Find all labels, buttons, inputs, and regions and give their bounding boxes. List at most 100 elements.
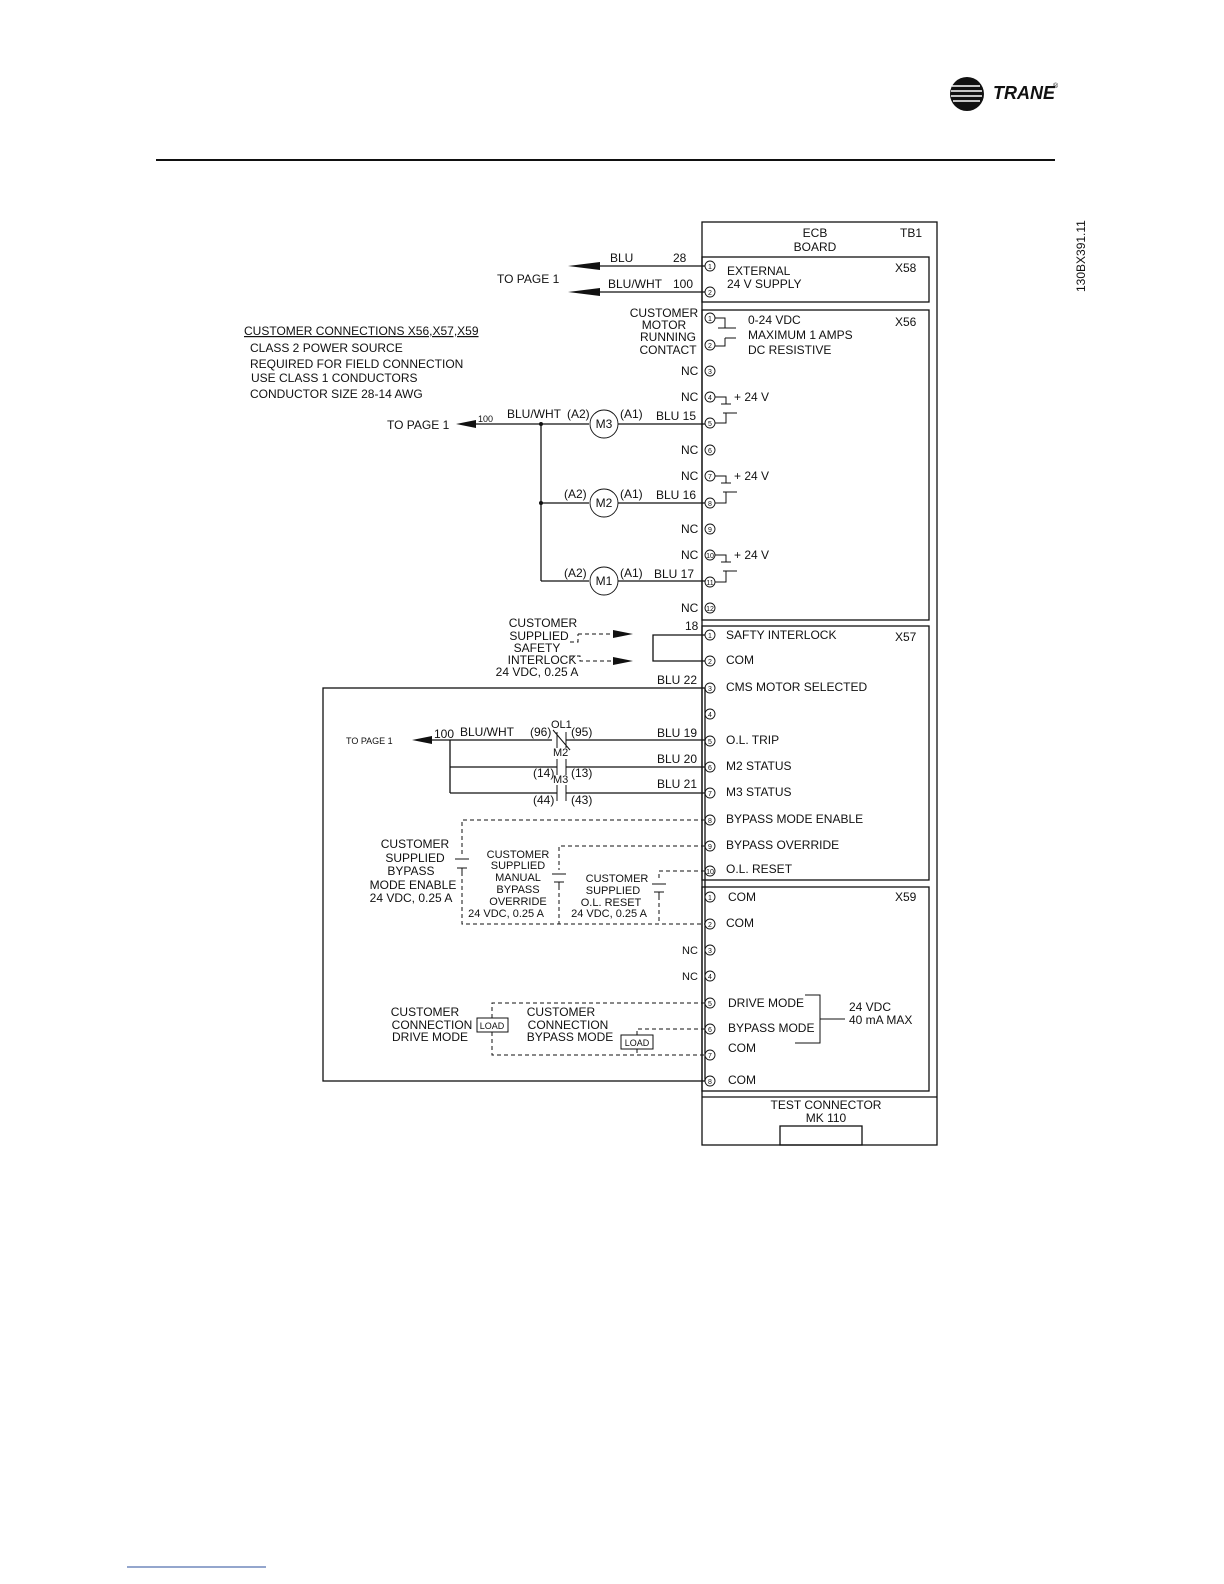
x56-contact-1: CUSTOMER xyxy=(630,306,699,320)
svg-text:NC: NC xyxy=(681,548,699,562)
svg-text:+ 24 V: + 24 V xyxy=(734,390,769,404)
svg-text:4: 4 xyxy=(708,974,712,981)
svg-text:O.L. TRIP: O.L. TRIP xyxy=(726,733,779,747)
svg-text:M2: M2 xyxy=(553,747,568,759)
svg-text:CONNECTION: CONNECTION xyxy=(392,1018,473,1032)
svg-text:1: 1 xyxy=(708,264,712,271)
svg-text:4: 4 xyxy=(708,712,712,719)
svg-text:(A2): (A2) xyxy=(564,566,587,580)
svg-text:(43): (43) xyxy=(571,793,592,807)
motor-m2: M2 xyxy=(596,496,613,510)
svg-text:CUSTOMER: CUSTOMER xyxy=(487,849,550,861)
x59-block xyxy=(701,886,930,1092)
svg-text:SUPPLIED: SUPPLIED xyxy=(509,629,569,643)
x58-block xyxy=(701,256,930,303)
svg-text:COM: COM xyxy=(726,916,754,930)
svg-text:10: 10 xyxy=(706,553,714,560)
svg-text:5: 5 xyxy=(708,739,712,746)
svg-text:3: 3 xyxy=(708,686,712,693)
svg-text:10: 10 xyxy=(706,869,714,876)
svg-text:24 VDC, 0.25 A: 24 VDC, 0.25 A xyxy=(370,891,453,905)
svg-text:BYPASS OVERRIDE: BYPASS OVERRIDE xyxy=(726,838,839,852)
svg-text:NC: NC xyxy=(681,443,699,457)
x56-pins: 1 2 3 4 5 6 7 8 9 10 11 12 xyxy=(704,312,716,614)
svg-text:100: 100 xyxy=(478,414,493,424)
svg-text:NC: NC xyxy=(681,469,699,483)
svg-text:5: 5 xyxy=(708,1001,712,1008)
x57-labels: SAFTY INTERLOCK COM CMS MOTOR SELECTED O… xyxy=(726,628,867,876)
svg-text:(96): (96) xyxy=(530,725,551,739)
svg-text:SUPPLIED: SUPPLIED xyxy=(385,851,445,865)
svg-text:BYPASS MODE: BYPASS MODE xyxy=(527,1030,613,1044)
svg-text:TO PAGE 1: TO PAGE 1 xyxy=(387,418,450,432)
svg-text:11: 11 xyxy=(706,580,713,587)
notes-line-3: USE CLASS 1 CONDUCTORS xyxy=(251,371,417,385)
svg-text:(95): (95) xyxy=(571,725,592,739)
svg-text:NC: NC xyxy=(681,522,699,536)
svg-text:2: 2 xyxy=(708,343,712,350)
board-title-2: BOARD xyxy=(794,240,837,254)
svg-text:BYPASS MODE: BYPASS MODE xyxy=(728,1021,814,1035)
x56-contact-4: CONTACT xyxy=(639,343,697,357)
svg-text:NC: NC xyxy=(682,971,698,983)
svg-text:8: 8 xyxy=(708,1079,712,1086)
x58-wire-color-1: BLU xyxy=(610,251,633,265)
x58-label-1: EXTERNAL xyxy=(727,264,791,278)
safety-interlock: CUSTOMER SUPPLIED SAFETY INTERLOCK 24 VD… xyxy=(496,616,705,679)
svg-text:+ 24 V: + 24 V xyxy=(734,548,769,562)
svg-text:M3: M3 xyxy=(553,774,568,786)
svg-text:4: 4 xyxy=(708,395,712,402)
motor-circuit: TO PAGE 1 100 BLU/WHT (A2) M3 (A1) BLU 1… xyxy=(387,407,705,596)
svg-text:(A1): (A1) xyxy=(620,566,643,580)
svg-text:CUSTOMER: CUSTOMER xyxy=(586,873,649,885)
svg-text:BLU 15: BLU 15 xyxy=(656,409,696,423)
status-contacts: TO PAGE 1 100 BLU/WHT OL1 (96) (95) BLU … xyxy=(346,719,705,807)
board-title-1: ECB xyxy=(803,226,828,240)
x56-name: X56 xyxy=(895,315,917,329)
x58-to-page: TO PAGE 1 xyxy=(497,272,560,286)
svg-text:6: 6 xyxy=(708,765,712,772)
svg-text:9: 9 xyxy=(708,527,712,534)
svg-text:BLU/WHT: BLU/WHT xyxy=(460,725,515,739)
x58-wire-num-1: 28 xyxy=(673,251,687,265)
x59-rating-2: 40 mA MAX xyxy=(849,1013,912,1027)
test-connector-id: MK 110 xyxy=(806,1111,847,1125)
svg-text:MANUAL: MANUAL xyxy=(495,872,541,884)
svg-text:(A2): (A2) xyxy=(564,487,587,501)
svg-text:BLU 16: BLU 16 xyxy=(656,488,696,502)
svg-text:TO PAGE 1: TO PAGE 1 xyxy=(346,736,393,746)
document-code: 130BX391.11 xyxy=(1074,220,1088,292)
x58-wire-num-2: 100 xyxy=(673,277,693,291)
svg-text:BYPASS: BYPASS xyxy=(387,864,434,878)
notes-line-2: REQUIRED FOR FIELD CONNECTION xyxy=(250,357,463,371)
brand-mark: ® xyxy=(1053,82,1059,90)
svg-text:INTERLOCK: INTERLOCK xyxy=(508,653,577,667)
svg-text:CUSTOMER: CUSTOMER xyxy=(527,1005,596,1019)
svg-text:COM: COM xyxy=(728,1041,756,1055)
x56-rating-2: MAXIMUM 1 AMPS xyxy=(748,328,853,342)
svg-text:CUSTOMER: CUSTOMER xyxy=(381,837,450,851)
test-connector-port xyxy=(779,1125,863,1146)
svg-text:NC: NC xyxy=(681,390,699,404)
svg-text:OL1: OL1 xyxy=(551,719,572,731)
svg-text:6: 6 xyxy=(708,1027,712,1034)
svg-text:SAFTY INTERLOCK: SAFTY INTERLOCK xyxy=(726,628,836,642)
x56-nc-labels: NC NC NC NC NC NC NC xyxy=(681,364,699,615)
x56-rating-1: 0-24 VDC xyxy=(748,313,801,327)
svg-text:2: 2 xyxy=(708,922,712,929)
x56-24v-symbols: + 24 V + 24 V + 24 V xyxy=(715,390,769,583)
svg-text:M2 STATUS: M2 STATUS xyxy=(726,759,792,773)
svg-text:O.L. RESET: O.L. RESET xyxy=(726,862,793,876)
svg-text:LOAD: LOAD xyxy=(480,1021,505,1031)
svg-text:SUPPLIED: SUPPLIED xyxy=(491,860,545,872)
terminal-block-label: TB1 xyxy=(900,226,922,240)
svg-text:18: 18 xyxy=(685,619,699,633)
x59-load-connections: CUSTOMER CONNECTION DRIVE MODE LOAD CUST… xyxy=(391,1002,705,1056)
x57-wire-22: BLU 22 xyxy=(657,673,697,687)
x58-name: X58 xyxy=(895,261,917,275)
svg-text:SAFETY: SAFETY xyxy=(514,641,561,655)
x56-contact-2: MOTOR xyxy=(642,318,687,332)
svg-text:8: 8 xyxy=(708,501,712,508)
x58-label-2: 24 V SUPPLY xyxy=(727,277,801,291)
